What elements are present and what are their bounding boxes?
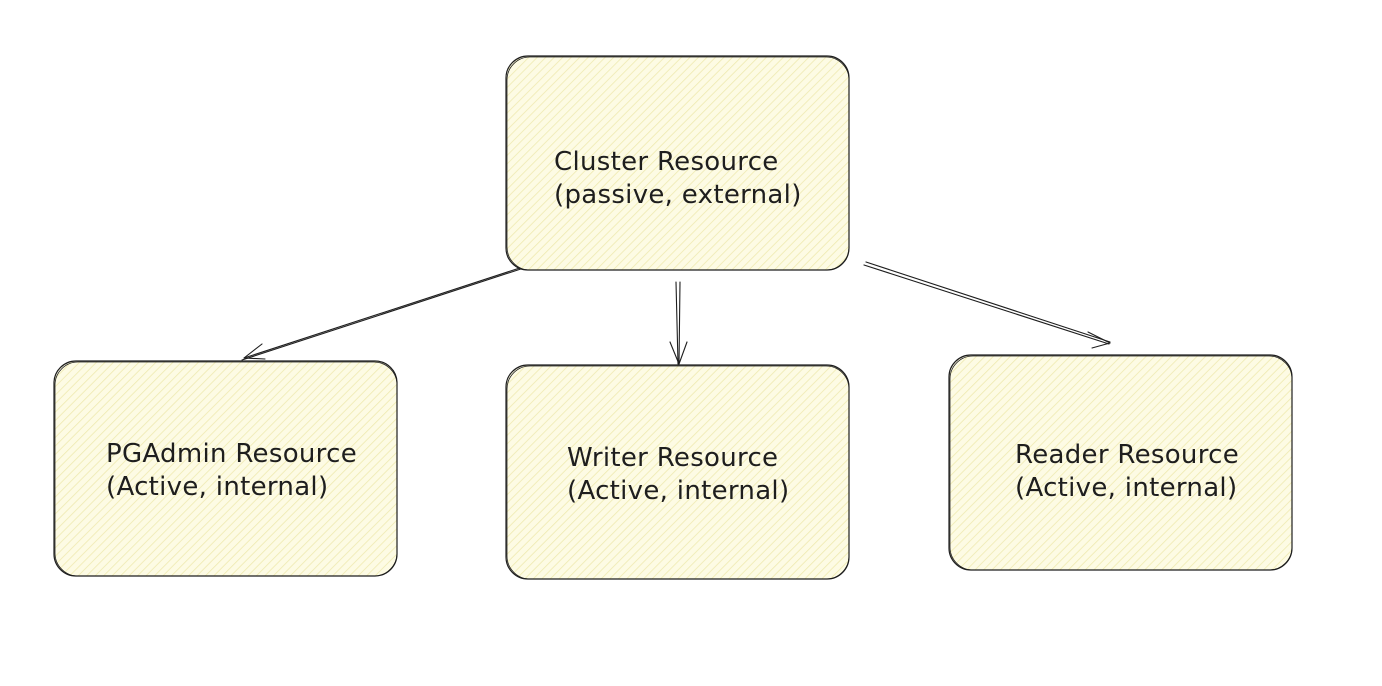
node-writer-subtitle: (Active, internal): [567, 476, 789, 506]
node-reader-title: Reader Resource: [1015, 440, 1239, 470]
edge-cluster-to-writer: [669, 281, 688, 365]
node-writer-title: Writer Resource: [567, 443, 778, 473]
node-pgadmin-subtitle: (Active, internal): [106, 472, 328, 502]
node-reader[interactable]: Reader Resource (Active, internal): [948, 354, 1293, 571]
node-cluster-title: Cluster Resource: [554, 147, 779, 177]
edge-cluster-to-reader: [863, 261, 1111, 349]
node-reader-subtitle: (Active, internal): [1015, 473, 1237, 503]
node-writer[interactable]: Writer Resource (Active, internal): [505, 364, 850, 580]
edge-cluster-to-pgadmin: [241, 263, 533, 361]
node-cluster-subtitle: (passive, external): [554, 180, 802, 210]
node-pgadmin[interactable]: PGAdmin Resource (Active, internal): [53, 360, 398, 577]
node-pgadmin-title: PGAdmin Resource: [106, 439, 357, 469]
node-cluster[interactable]: Cluster Resource (passive, external): [505, 55, 850, 271]
